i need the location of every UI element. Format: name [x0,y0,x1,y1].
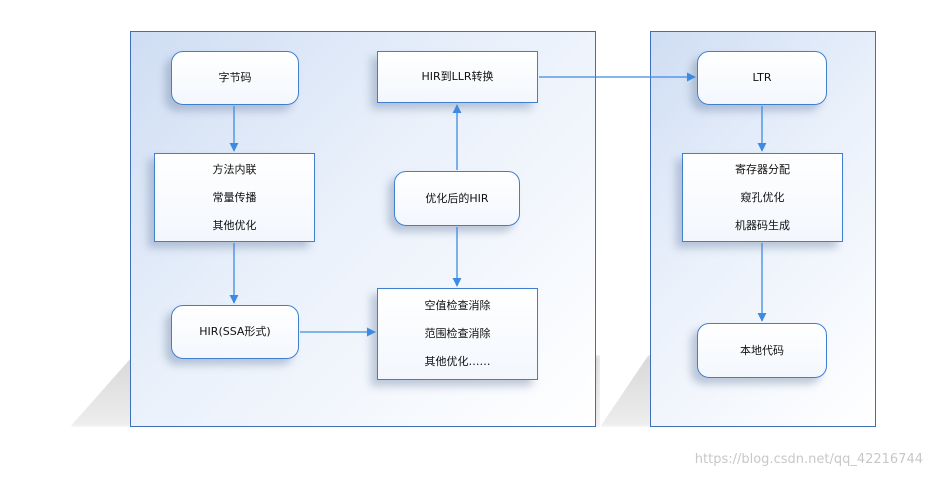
range-check-elimination-label: 范围检查消除 [424,327,491,340]
other-optimizations-label: 其他优化 [212,218,257,232]
constant-propagation-label: 常量传播 [212,190,257,204]
optimization-stage-1: 方法内联 常量传播 其他优化 [154,153,315,242]
ltr-node: LTR [697,51,827,105]
hir-to-llr-label: HIR到LLR转换 [421,70,494,83]
machine-code-generation-label: 机器码生成 [735,218,790,232]
optimization-stage-2: 空值检查消除 范围检查消除 其他优化…… [377,288,538,380]
register-allocation-label: 寄存器分配 [735,162,790,176]
bytecode-label: 字节码 [218,71,252,84]
native-code-label: 本地代码 [740,343,784,357]
peephole-optimization-label: 窥孔优化 [740,190,785,204]
optimized-hir-label: 优化后的HIR [425,191,489,205]
hir-ssa-node: HIR(SSA形式) [171,305,299,359]
bytecode-node: 字节码 [171,51,299,105]
hir-ssa-label: HIR(SSA形式) [199,325,271,338]
native-code-node: 本地代码 [697,323,827,378]
method-inlining-label: 方法内联 [212,162,257,176]
hir-to-llr-node: HIR到LLR转换 [377,51,538,103]
ltr-label: LTR [752,71,772,84]
other-optimizations-2-label: 其他优化…… [424,355,491,368]
null-check-elimination-label: 空值检查消除 [424,299,491,312]
optimization-stage-3: 寄存器分配 窥孔优化 机器码生成 [682,153,843,242]
watermark: https://blog.csdn.net/qq_42216744 [694,452,923,467]
optimized-hir-node: 优化后的HIR [394,171,520,226]
